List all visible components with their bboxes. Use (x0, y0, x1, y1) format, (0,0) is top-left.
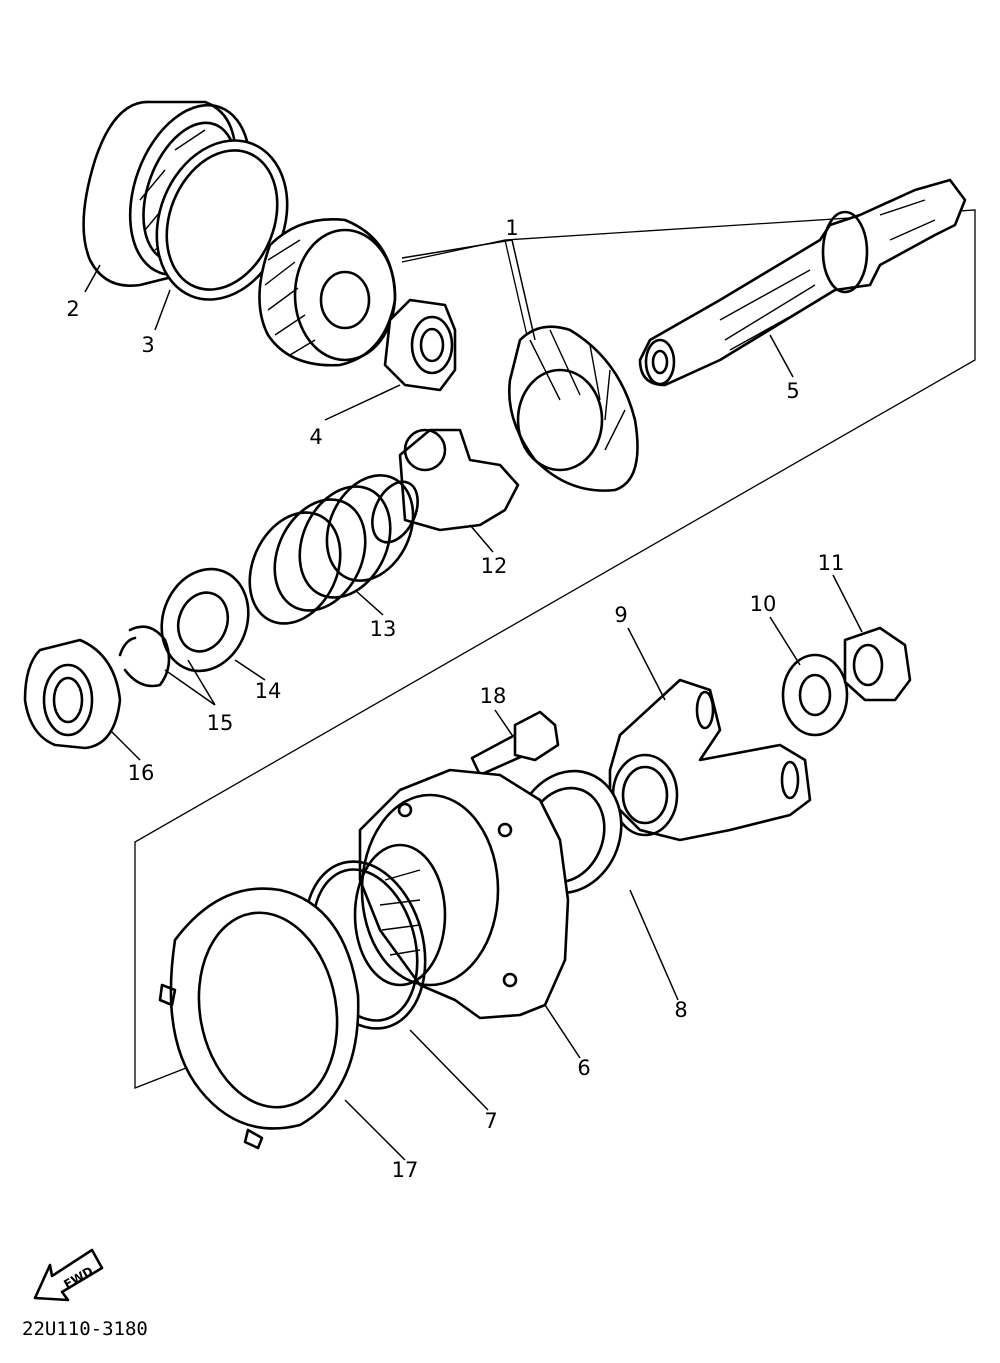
part-15-circlip (118, 625, 171, 688)
callout-3: 3 (141, 333, 154, 357)
callout-5: 5 (786, 379, 799, 403)
callout-17: 17 (392, 1158, 419, 1182)
part-1-pinion-gear (258, 218, 397, 367)
callout-14: 14 (255, 679, 282, 703)
callout-18: 18 (480, 684, 507, 708)
part-5-shaft (638, 178, 967, 387)
part-13-spring (248, 474, 419, 625)
fwd-arrow-icon: FWD (33, 1248, 104, 1302)
callout-2: 2 (66, 297, 79, 321)
callout-16: 16 (128, 761, 155, 785)
callout-13: 13 (370, 617, 397, 641)
callout-7: 7 (484, 1109, 497, 1133)
drawing-number: 22U110-3180 (22, 1318, 148, 1340)
leader-lines (84, 239, 863, 1161)
part-17-plate (158, 887, 360, 1150)
part-10-washer (781, 653, 849, 737)
callout-9: 9 (614, 603, 627, 627)
part-16-bearing (23, 638, 122, 750)
callout-12: 12 (481, 554, 508, 578)
part-9-yoke (608, 678, 812, 842)
callout-10: 10 (750, 592, 777, 616)
callout-15: 15 (207, 711, 234, 735)
callout-11: 11 (818, 551, 845, 575)
callout-6: 6 (577, 1056, 590, 1080)
part-6-housing (353, 768, 570, 1020)
part-14-washer (160, 567, 250, 673)
part-11-nut (843, 626, 912, 702)
part-12-sleeve (398, 428, 520, 532)
part-3-shim (155, 139, 289, 301)
part-1-ring-gear (508, 325, 639, 492)
assembly-frame (134, 209, 976, 1089)
callout-labels: 1 2 3 4 5 6 7 8 9 10 11 12 13 14 15 16 1… (66, 216, 844, 1182)
part-4-nut (383, 298, 457, 392)
callout-4: 4 (309, 425, 322, 449)
callout-8: 8 (674, 998, 687, 1022)
part-18-bolt (470, 710, 560, 777)
callout-1: 1 (505, 216, 518, 240)
